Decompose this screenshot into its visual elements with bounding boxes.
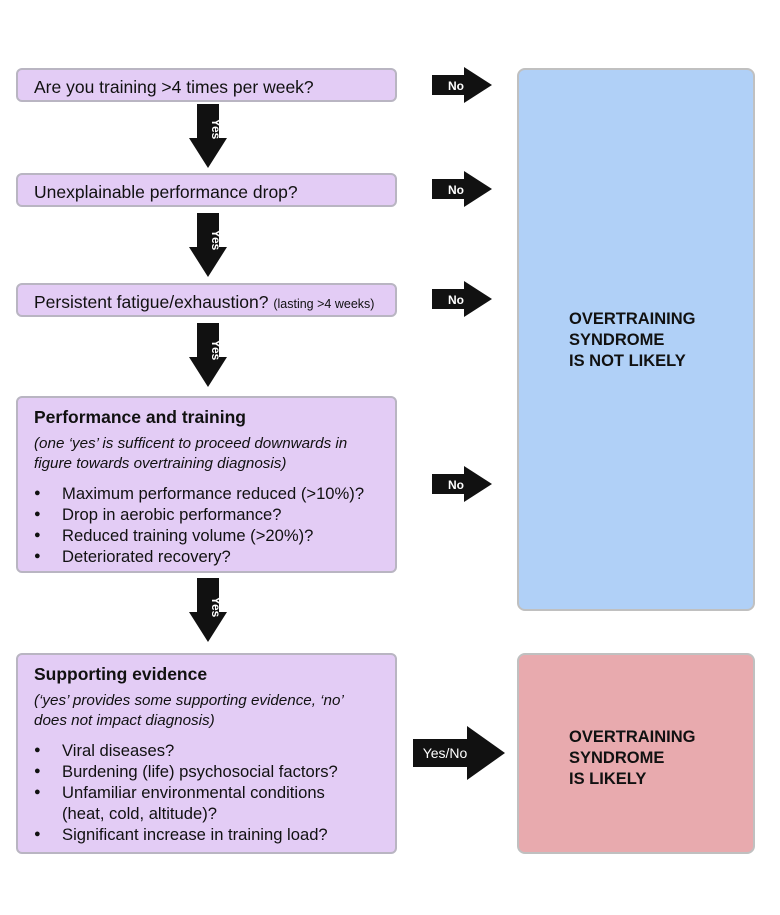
no-arrow-3: No [432,281,492,317]
question-training-frequency: Are you training >4 times per week? [16,68,397,102]
question-text: Are you training >4 times per week? [34,77,314,97]
evidence-list: Viral diseases? Burdening (life) psychos… [34,740,381,845]
yes-arrow-4: Yes [189,578,227,642]
criteria-list: Maximum performance reduced (>10%)? Drop… [34,483,381,567]
list-item: Viral diseases? [34,740,381,761]
question-text: Persistent fatigue/exhaustion? [34,292,269,312]
yes-no-label: Yes/No [423,745,468,761]
yes-label: Yes [209,340,223,361]
list-item: Unfamiliar environmental conditions (hea… [34,782,352,824]
question-note: (lasting >4 weeks) [273,297,375,311]
yes-arrow-3: Yes [189,323,227,387]
yes-arrow-1: Yes [189,104,227,168]
no-label: No [448,79,464,93]
supporting-evidence-panel: Supporting evidence (‘yes’ provides some… [16,653,397,854]
list-item: Significant increase in training load? [34,824,381,845]
no-label: No [448,293,464,307]
question-text: Unexplainable performance drop? [34,182,298,202]
result-not-likely-text: OVERTRAINING SYNDROME IS NOT LIKELY [569,310,696,370]
yes-no-arrow: Yes/No [413,726,505,780]
no-label: No [448,183,464,197]
no-arrow-4: No [432,466,492,502]
list-item: Deteriorated recovery? [34,546,381,567]
yes-label: Yes [209,230,223,251]
no-arrow-2: No [432,171,492,207]
list-item: Drop in aerobic performance? [34,504,381,525]
performance-training-panel: Performance and training (one ‘yes’ is s… [16,396,397,573]
no-label: No [448,478,464,492]
yes-label: Yes [209,597,223,618]
yes-label: Yes [209,119,223,140]
panel-note: (‘yes’ provides some supporting evidence… [34,692,343,729]
yes-arrow-2: Yes [189,213,227,277]
result-not-likely-box: OVERTRAINING SYNDROME IS NOT LIKELY [517,68,755,611]
question-performance-drop: Unexplainable performance drop? [16,173,397,207]
panel-title: Performance and training [34,407,246,427]
panel-title: Supporting evidence [34,664,208,684]
list-item: Maximum performance reduced (>10%)? [34,483,381,504]
panel-note: (one ‘yes’ is sufficent to proceed downw… [34,435,348,472]
list-item: Reduced training volume (>20%)? [34,525,381,546]
result-likely-box: OVERTRAINING SYNDROME IS LIKELY [517,653,755,854]
question-persistent-fatigue: Persistent fatigue/exhaustion? (lasting … [16,283,397,317]
list-item: Burdening (life) psychosocial factors? [34,761,381,782]
no-arrow-1: No [432,67,492,103]
result-likely-text: OVERTRAINING SYNDROME IS LIKELY [569,728,696,788]
